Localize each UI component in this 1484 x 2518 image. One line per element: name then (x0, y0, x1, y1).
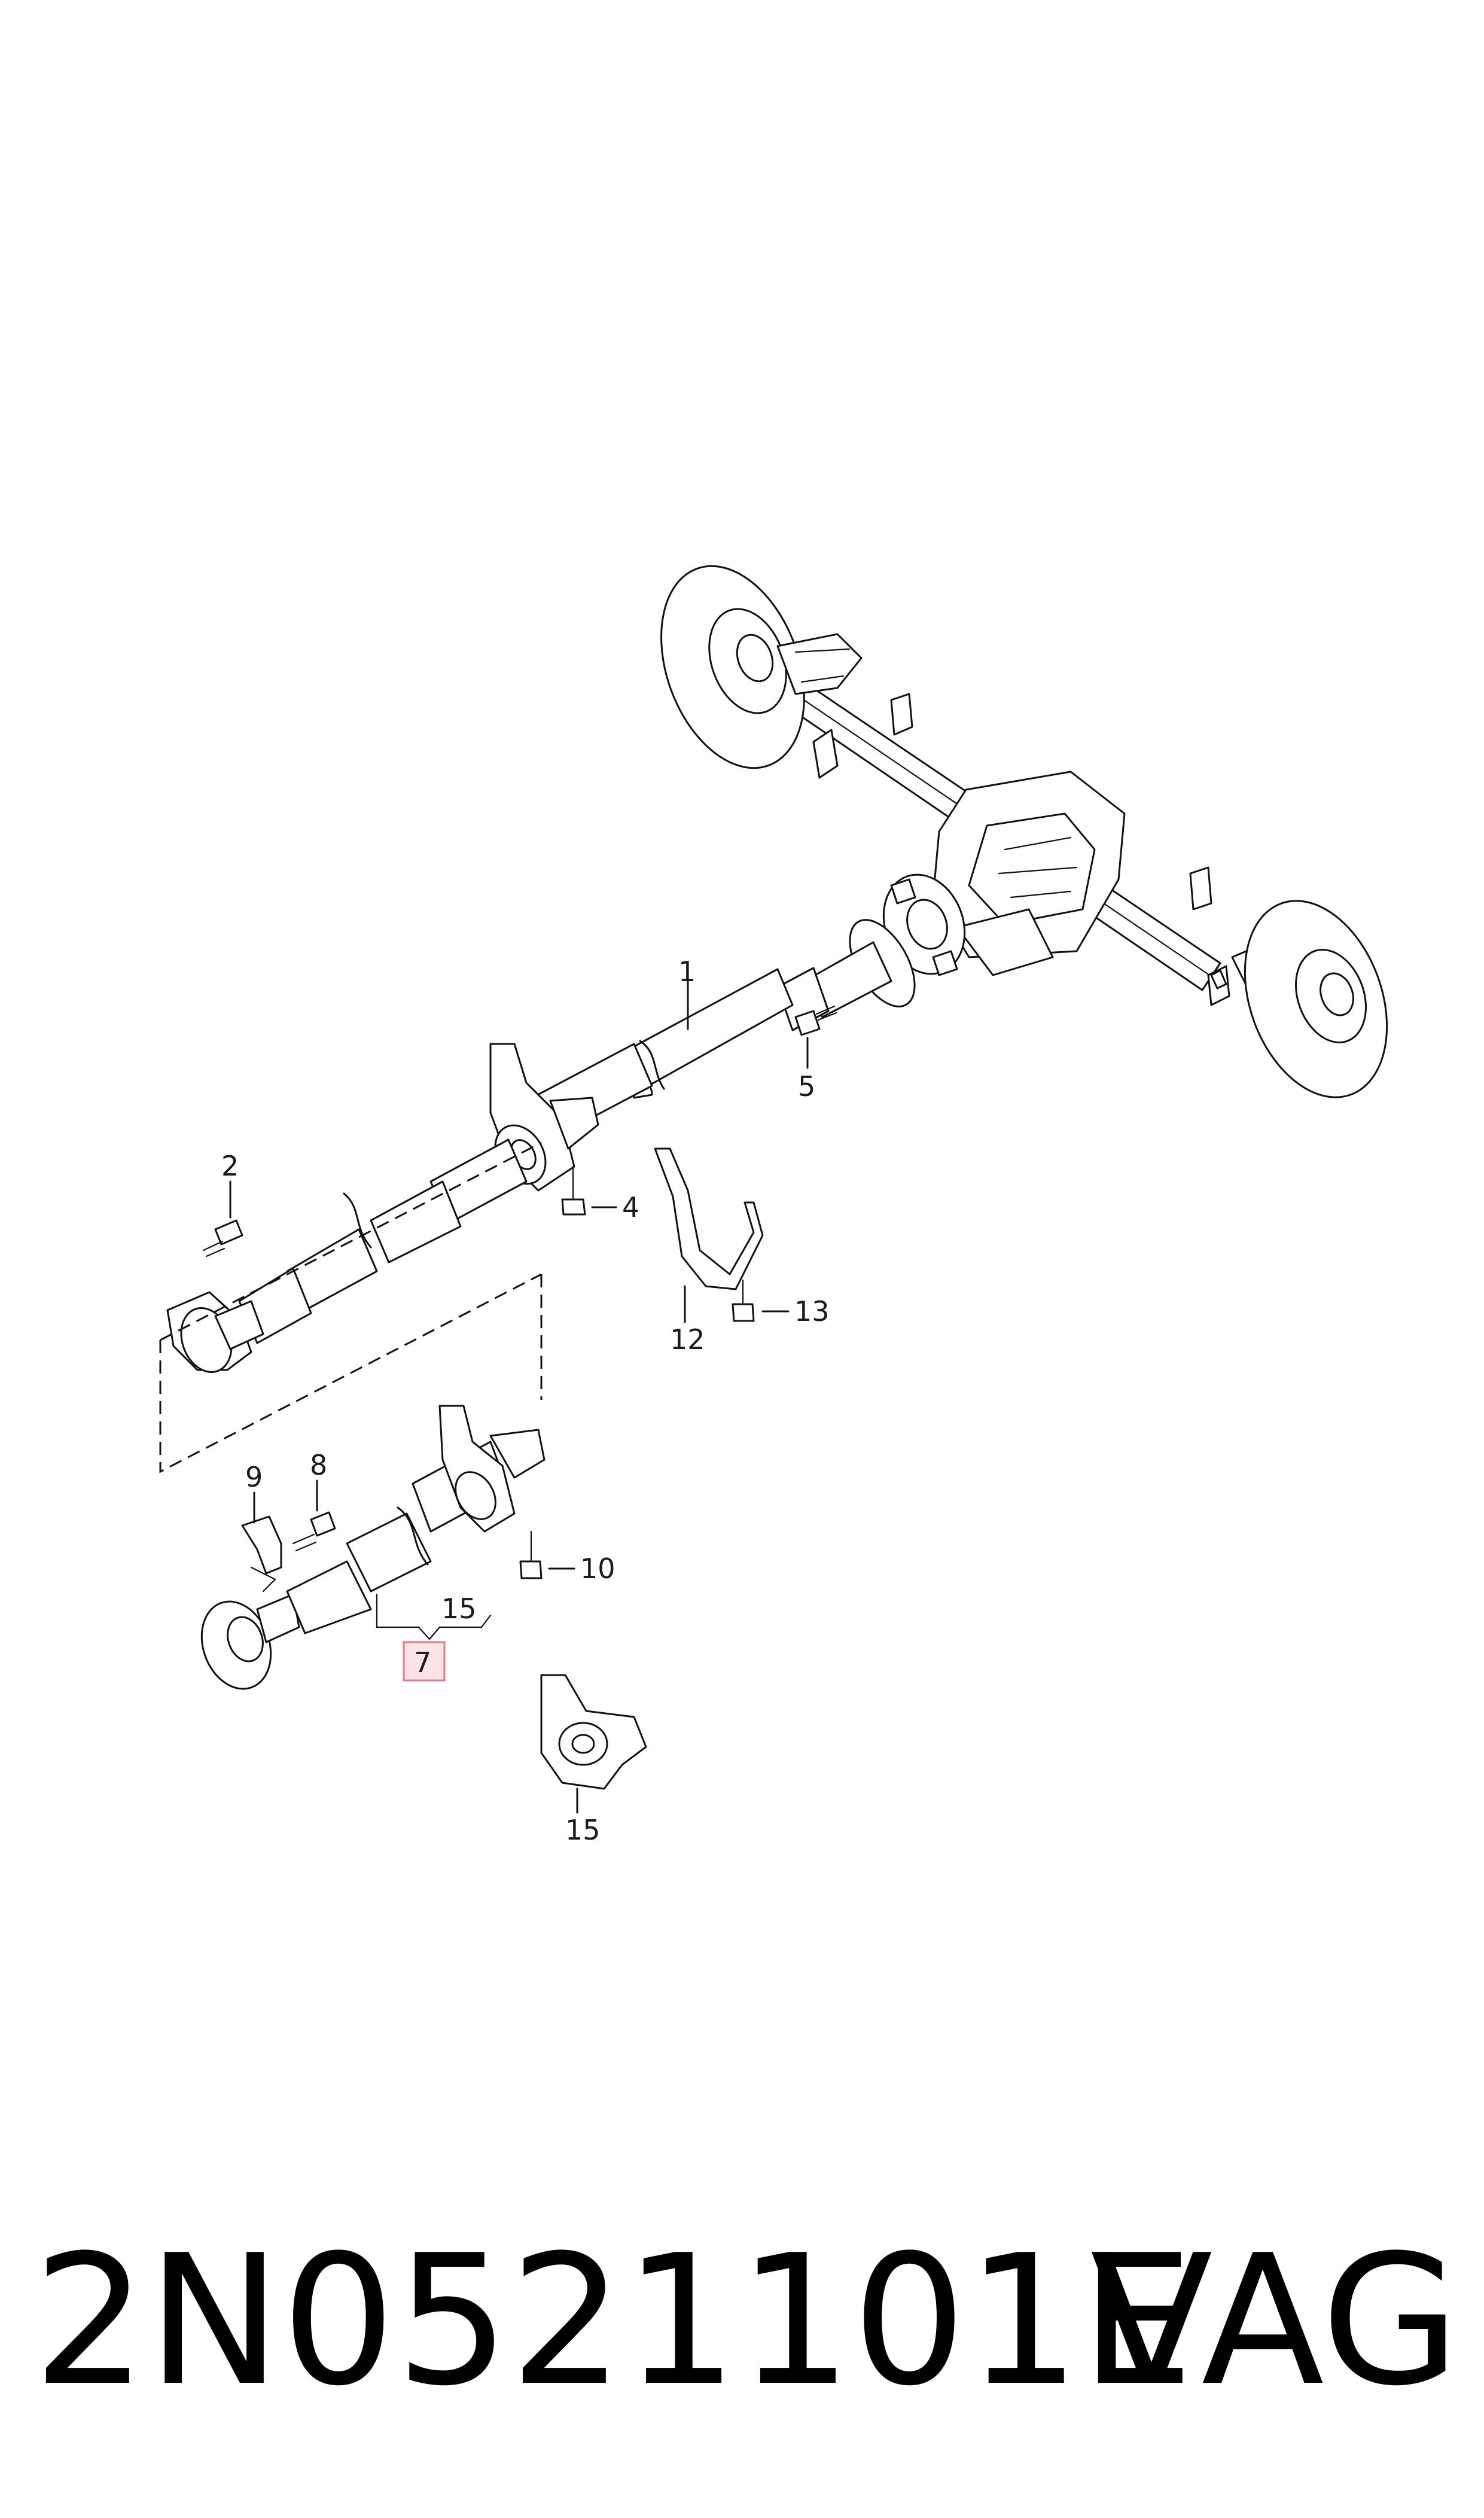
propshaft-assembly (166, 919, 916, 1373)
callout-15-part: 15 (565, 1814, 601, 1846)
brand-name: VAG (1090, 2216, 1460, 2425)
left-brake-disc (660, 565, 863, 769)
callout-8: 8 (310, 1449, 327, 1481)
callout-1: 1 (678, 955, 696, 988)
footer: 2N0521101E VAG (0, 2213, 1484, 2429)
center-bearing-bracket-15 (540, 1674, 647, 1814)
bolt-13 (732, 1279, 790, 1322)
strap-12 (654, 1147, 764, 1323)
bolt-2 (202, 1180, 243, 1258)
part-number: 2N0521101E (33, 2216, 1194, 2425)
callout-15-bracket: 15 (441, 1593, 477, 1625)
callout-4: 4 (622, 1191, 639, 1223)
callout-2: 2 (221, 1150, 239, 1182)
propshaft-front-section (200, 1405, 546, 1690)
exploded-parts-diagram: 1 2 4 5 7 8 9 10 12 13 15 15 (159, 565, 1388, 1846)
front-flange-joint-upper (166, 1291, 264, 1373)
bolt-10 (519, 1530, 575, 1579)
right-brake-disc (1231, 900, 1388, 1098)
callout-12: 12 (670, 1323, 705, 1356)
rear-axle-assembly (660, 565, 1388, 1098)
detail-link-dashes (159, 1141, 543, 1473)
highlight-box-7 (403, 1641, 446, 1682)
bolt-5 (794, 1005, 837, 1069)
center-bearing-lower (438, 1405, 546, 1533)
differential-housing (882, 771, 1126, 976)
callout-13: 13 (794, 1295, 830, 1327)
callout-10: 10 (580, 1552, 615, 1585)
bracket-7 (376, 1593, 492, 1640)
bolt-8 (292, 1479, 336, 1552)
bolt-4 (561, 1165, 617, 1216)
callout-7: 7 (414, 1646, 431, 1679)
washer-9 (241, 1491, 282, 1593)
callout-5: 5 (798, 1070, 815, 1103)
callout-9: 9 (245, 1461, 263, 1493)
